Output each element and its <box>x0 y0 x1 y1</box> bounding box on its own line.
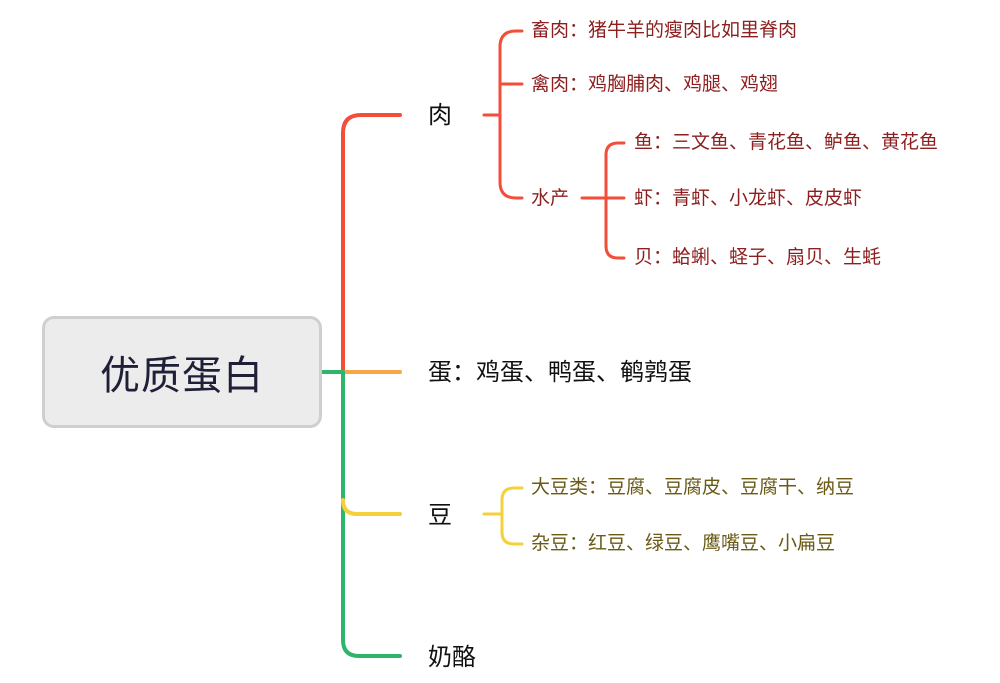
connector-aquatic-sub <box>580 141 626 260</box>
mixed-bean-node: 杂豆：红豆、绿豆、鹰嘴豆、小扁豆 <box>531 532 836 554</box>
fish-node: 鱼：三文鱼、青花鱼、鲈鱼、黄花鱼 <box>634 131 939 153</box>
cheese-node: 奶酪 <box>428 643 476 671</box>
connector-meat <box>341 113 402 374</box>
shellfish-node: 贝：蛤蜊、蛏子、扇贝、生蚝 <box>634 246 882 268</box>
root-node: 优质蛋白 <box>42 316 322 428</box>
poultry-node: 禽肉：鸡胸脯肉、鸡腿、鸡翅 <box>531 73 779 95</box>
bean-node: 豆 <box>428 501 452 529</box>
livestock-node: 畜肉：猪牛羊的瘦肉比如里脊肉 <box>531 19 798 41</box>
soy-node: 大豆类：豆腐、豆腐皮、豆腐干、纳豆 <box>531 476 855 498</box>
connector-cheese <box>341 370 402 658</box>
egg-node: 蛋：鸡蛋、鸭蛋、鹌鹑蛋 <box>428 358 692 386</box>
connector-meat-sub <box>482 29 524 200</box>
aquatic-node: 水产 <box>531 187 570 209</box>
connector-bean <box>341 498 402 516</box>
shrimp-node: 虾：青虾、小龙虾、皮皮虾 <box>634 187 863 209</box>
connector-bean-sub <box>482 486 524 546</box>
meat-node: 肉 <box>428 101 452 129</box>
